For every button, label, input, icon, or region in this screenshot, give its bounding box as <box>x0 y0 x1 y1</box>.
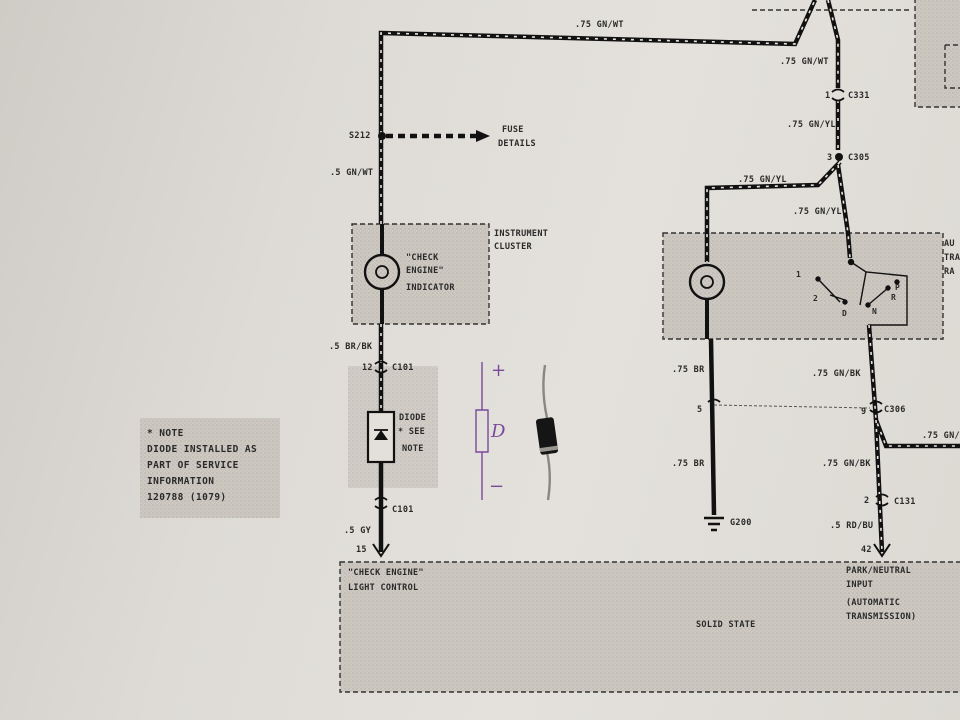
pin-12: 12 <box>362 363 373 373</box>
switch-pos-n: N <box>872 307 877 316</box>
label-diode: DIODE <box>399 413 426 423</box>
label-diode-see: * SEE <box>398 427 425 437</box>
switch-pos-2: 2 <box>813 294 818 303</box>
solid-state-right-1: PARK/NEUTRAL <box>846 566 911 576</box>
pen-plus: + <box>491 360 506 381</box>
solid-state-left-1: "CHECK ENGINE" <box>348 568 424 578</box>
label-br-bk: .5 BR/BK <box>329 342 373 352</box>
pin-15-arrow <box>372 543 390 558</box>
label-gy: .5 GY <box>344 526 372 536</box>
label-instrument: INSTRUMENT <box>494 229 548 239</box>
label-gn-bk-lower: .75 GN/BK <box>822 459 871 469</box>
ground-g200 <box>704 516 724 532</box>
label-g200: G200 <box>730 518 752 528</box>
switch-pos-p: P <box>895 283 900 292</box>
pin-5: 5 <box>697 405 702 415</box>
instrument-cluster-box <box>351 223 490 325</box>
label-gn-bk-right: .75 GN/ <box>922 431 960 441</box>
pen-d: D <box>490 421 506 442</box>
pin-1: 1 <box>825 91 830 101</box>
solid-state-title: SOLID STATE <box>696 620 756 630</box>
label-switch-prefix: AU <box>944 239 955 249</box>
solid-state-module-box <box>339 561 960 693</box>
wire-gn-wt-left <box>378 0 818 224</box>
label-c131: C131 <box>894 497 916 507</box>
label-gn-wt-right: .75 GN/WT <box>780 57 829 67</box>
connector-c306-dash <box>713 404 871 409</box>
label-c305: C305 <box>848 153 870 163</box>
solid-state-right-4: TRANSMISSION) <box>846 612 916 622</box>
switch-pos-1: 1 <box>796 270 801 279</box>
switch-pos-r: R <box>891 293 896 302</box>
connector-c101-top <box>374 360 388 374</box>
connector-c101-bottom <box>374 496 388 510</box>
label-gn-wt-top: .75 GN/WT <box>575 20 624 30</box>
label-c101-top: C101 <box>392 363 414 373</box>
label-gn-wt-left: .5 GN/WT <box>330 168 373 178</box>
hand-drawn-diode <box>475 362 489 500</box>
solid-state-left-2: LIGHT CONTROL <box>348 583 418 593</box>
side-note-box <box>140 418 280 518</box>
connector-c305 <box>835 153 843 161</box>
label-diode-note: NOTE <box>402 444 424 454</box>
solid-state-right-2: INPUT <box>846 580 873 590</box>
note-line-2: DIODE INSTALLED AS <box>147 444 257 455</box>
range-switch <box>815 258 908 326</box>
transmission-switch-box <box>662 232 944 340</box>
top-right-box <box>914 0 960 108</box>
note-line-5: 120788 (1079) <box>147 492 227 503</box>
wire-gn-wt-right <box>825 0 841 88</box>
switch-pos-d: D <box>842 309 847 318</box>
label-gn-bk-upper: .75 GN/BK <box>812 369 861 379</box>
wire-gn-yl <box>704 100 853 262</box>
note-line-3: PART OF SERVICE <box>147 460 239 471</box>
label-rd-bu: .5 RD/BU <box>830 521 873 531</box>
label-br-upper: .75 BR <box>672 365 705 375</box>
note-line-4: INFORMATION <box>147 476 214 487</box>
pin-42-arrow <box>873 543 891 558</box>
label-gn-yl-1: .75 GN/YL <box>787 120 836 130</box>
label-switch-mid: TRA <box>944 253 960 263</box>
label-c306: C306 <box>884 405 906 415</box>
label-c101-bottom: C101 <box>392 505 414 515</box>
label-fuse-details: DETAILS <box>498 139 536 149</box>
label-indicator-1: "CHECK <box>406 253 439 263</box>
pin-9: 9 <box>861 407 866 417</box>
pin-15: 15 <box>356 545 367 555</box>
label-fuse: FUSE <box>502 125 524 135</box>
label-br-lower: .75 BR <box>672 459 705 469</box>
label-gn-yl-2: .75 GN/YL <box>738 175 787 185</box>
connector-c306-ticks <box>869 400 883 414</box>
label-s212: S212 <box>349 131 371 141</box>
label-indicator-3: INDICATOR <box>406 283 455 293</box>
pin-42: 42 <box>861 545 872 555</box>
connector-c131 <box>875 493 889 507</box>
s212-splice <box>378 132 386 140</box>
pen-minus: − <box>489 476 504 497</box>
pin-3: 3 <box>827 153 832 163</box>
pin-2: 2 <box>864 496 869 506</box>
label-indicator-2: ENGINE" <box>406 266 444 276</box>
label-cluster: CLUSTER <box>494 242 533 252</box>
diode-photo <box>535 364 559 501</box>
label-gn-yl-3: .75 GN/YL <box>793 207 842 217</box>
wire-br <box>708 338 717 516</box>
note-line-1: * NOTE <box>147 428 184 439</box>
label-switch-end: RA <box>944 267 955 277</box>
connector-c331 <box>831 88 845 102</box>
label-c331: C331 <box>848 91 870 101</box>
solid-state-right-3: (AUTOMATIC <box>846 598 900 608</box>
top-right-box-inner <box>944 44 960 89</box>
